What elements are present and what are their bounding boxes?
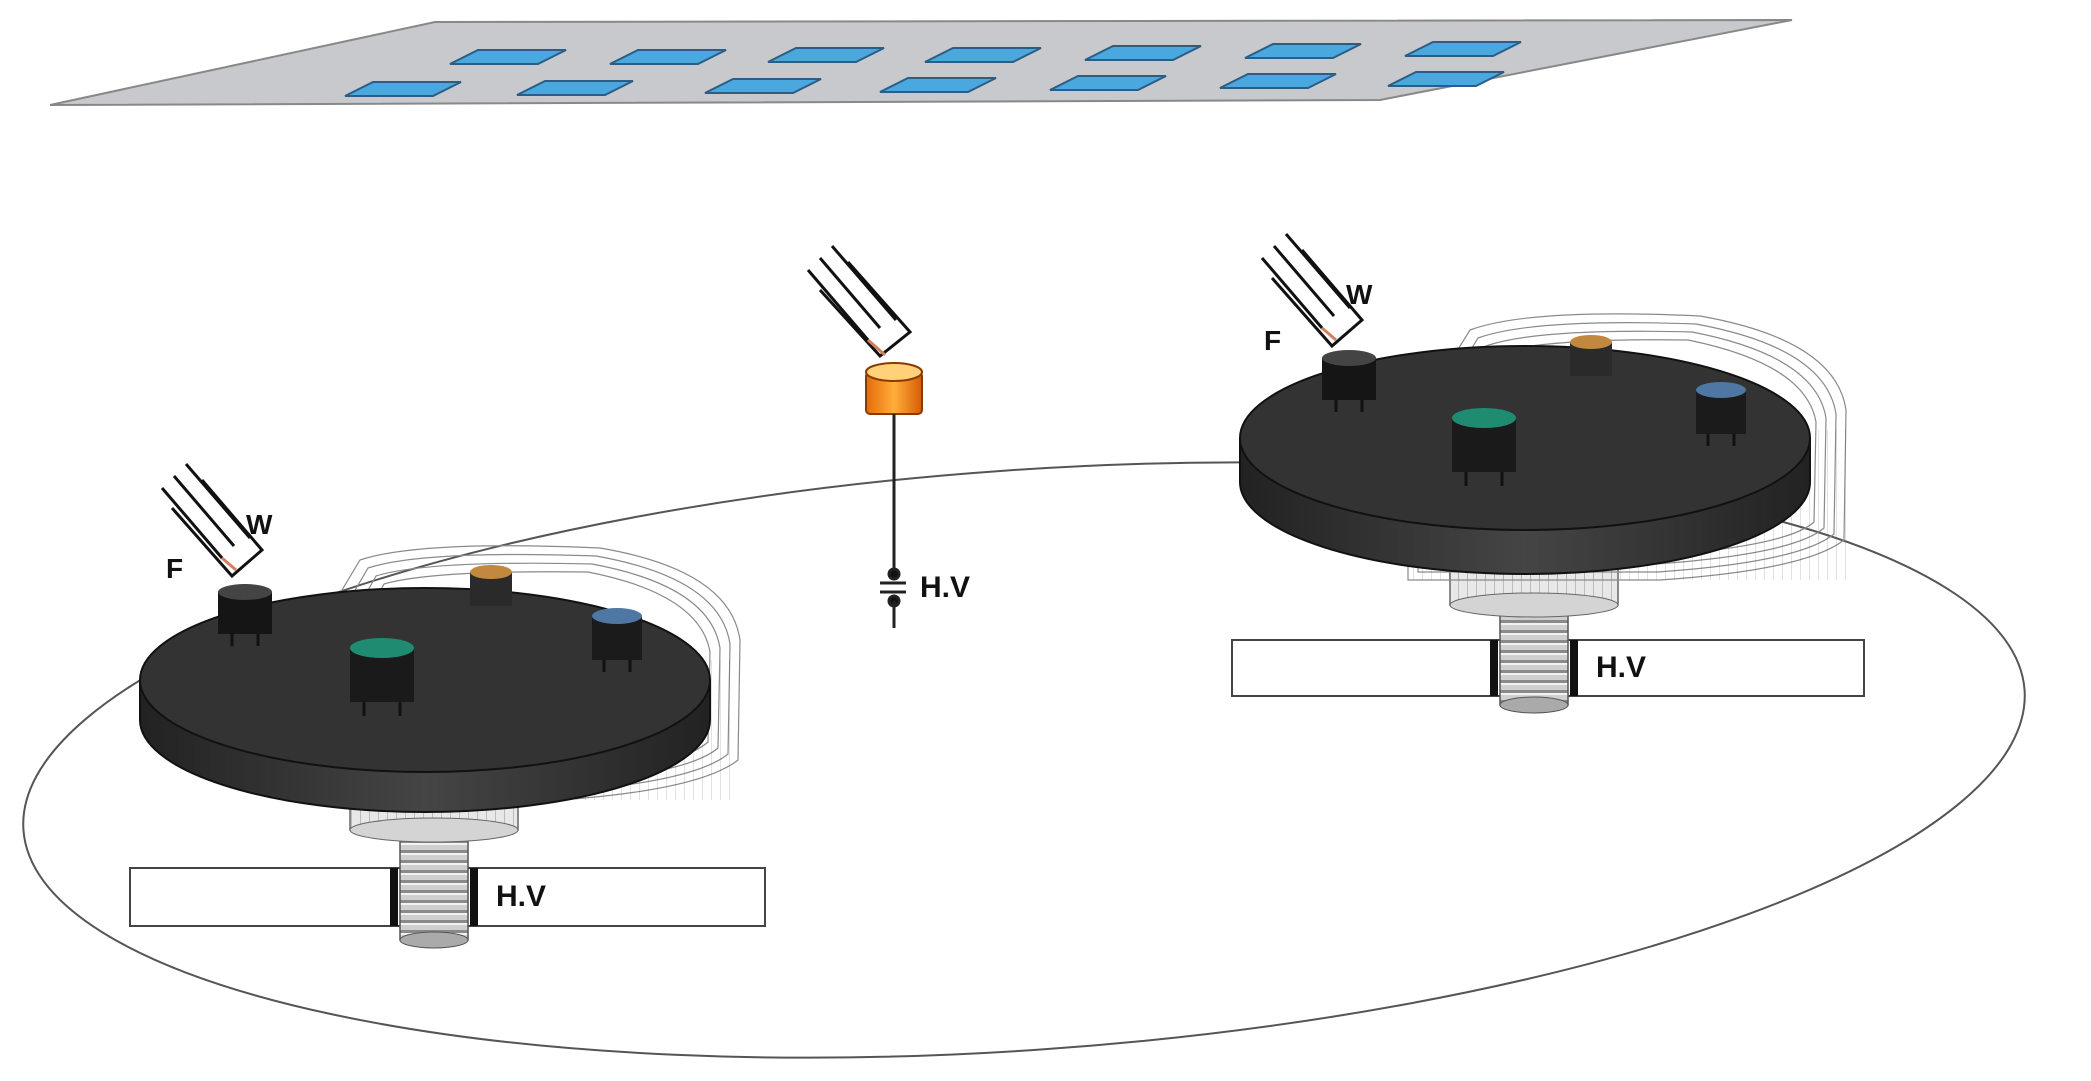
right-hv-label: H.V [1596,651,1646,684]
left-target-green [350,638,414,716]
right-platter-top [1239,345,1811,531]
chamber-orbit [22,461,2026,1059]
right-target-green [1452,408,1516,486]
left-hv-label: H.V [496,880,546,913]
center-evaporation-source: H.V [806,245,970,628]
right-filament-heater-icon [1260,233,1365,349]
center-hv-label: H.V [920,571,970,604]
capacitor-icon [880,567,906,628]
right-target-bronze [1570,335,1612,376]
left-filament-heater-icon [160,463,265,579]
substrate-pads [344,41,1522,97]
left-platter-top [139,587,711,773]
left-target-blue [592,608,642,672]
right-target-black-front [1322,350,1376,412]
left-turntable-assembly: F W H.V [129,463,766,949]
left-target-black-front [218,584,272,646]
filament-heater-icon [806,245,913,359]
left-wire-label: W [246,509,273,540]
right-turntable-assembly: F W H.V [1231,233,1865,714]
right-wire-label: W [1346,279,1373,310]
right-target-blue [1696,382,1746,446]
right-filament-label: F [1264,325,1281,356]
crucible-icon [865,362,923,415]
substrate-plate [49,19,1793,106]
left-target-bronze [470,565,512,606]
left-filament-label: F [166,553,183,584]
